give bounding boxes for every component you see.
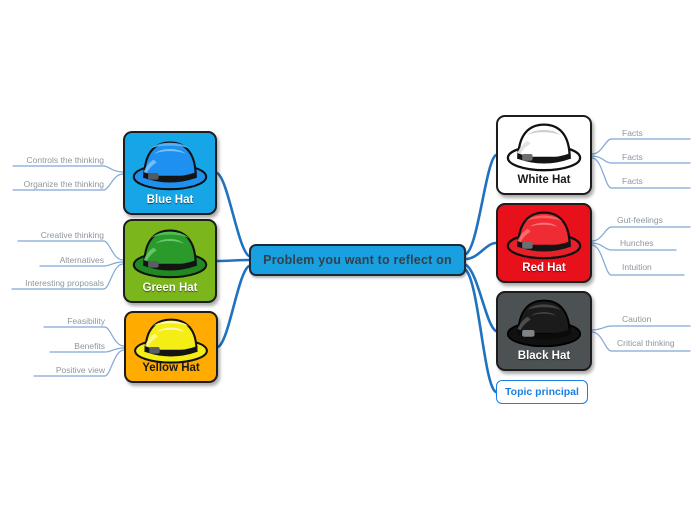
edge-center-green — [215, 258, 251, 263]
leaf-edge-yellow-2 — [49, 347, 125, 353]
node-red-hat[interactable]: Red Hat — [496, 203, 592, 283]
leaf-label-white-2: Facts — [622, 152, 643, 162]
node-black-hat[interactable]: Black Hat — [496, 291, 592, 371]
leaf-edge-white-3 — [591, 157, 691, 189]
leaf-label-red-2: Hunches — [620, 238, 654, 248]
leaf-label-black-1: Caution — [622, 314, 652, 324]
leaf-label-red-1: Gut-feelings — [617, 215, 663, 225]
edge-center-white — [464, 153, 498, 256]
node-yellow-hat-label: Yellow Hat — [142, 362, 200, 374]
leaf-edge-blue-2 — [12, 173, 124, 191]
leaf-label-yellow-3: Positive view — [55, 365, 105, 375]
node-green-hat-label: Green Hat — [142, 282, 198, 294]
leaf-label-white-1: Facts — [622, 128, 643, 138]
blue-hat-icon — [132, 141, 208, 191]
node-black-hat-label: Black Hat — [517, 350, 571, 362]
leaf-edge-red-3 — [591, 244, 685, 276]
node-topic-principal[interactable]: Topic principal — [496, 380, 588, 404]
edge-center-red — [464, 241, 498, 261]
node-blue-hat[interactable]: Blue Hat — [123, 131, 217, 215]
leaf-label-green-3: Interesting proposals — [25, 278, 104, 288]
node-green-hat[interactable]: Green Hat — [123, 219, 217, 303]
black-hat-icon — [506, 299, 582, 348]
leaf-edge-white-2 — [591, 155, 691, 164]
central-node-label: Problem you want to reflect on — [263, 253, 452, 267]
edge-center-black — [464, 263, 498, 333]
leaf-edge-green-3 — [11, 263, 124, 290]
red-hat-icon — [506, 211, 582, 260]
green-hat-icon — [132, 229, 208, 279]
leaf-edge-black-1 — [591, 325, 691, 331]
leaf-edge-red-2 — [591, 242, 677, 251]
edge-center-yellow — [216, 264, 251, 349]
leaf-label-green-2: Alternatives — [59, 255, 104, 265]
leaf-label-black-2: Critical thinking — [617, 338, 675, 348]
leaf-label-blue-2: Organize the thinking — [23, 179, 104, 189]
leaf-edge-green-2 — [39, 261, 124, 267]
leaf-edge-black-2 — [591, 331, 691, 352]
leaf-label-yellow-2: Benefits — [74, 341, 105, 351]
leaf-edge-yellow-3 — [33, 349, 125, 377]
leaf-label-green-1: Creative thinking — [40, 230, 104, 240]
leaf-edge-blue-1 — [12, 165, 124, 173]
white-hat-icon — [506, 123, 582, 172]
node-yellow-hat[interactable]: Yellow Hat — [124, 311, 218, 383]
leaf-label-red-3: Intuition — [622, 262, 652, 272]
node-white-hat-label: White Hat — [517, 174, 571, 186]
leaf-label-white-3: Facts — [622, 176, 643, 186]
leaf-edge-white-1 — [591, 138, 691, 155]
node-red-hat-label: Red Hat — [522, 262, 566, 274]
node-topic-principal-label: Topic principal — [505, 386, 579, 398]
node-white-hat[interactable]: White Hat — [496, 115, 592, 195]
central-node[interactable]: Problem you want to reflect on — [249, 244, 466, 276]
edge-center-topic — [464, 268, 498, 394]
yellow-hat-icon — [134, 318, 208, 364]
leaf-label-yellow-1: Feasibility — [67, 316, 105, 326]
node-blue-hat-label: Blue Hat — [146, 194, 194, 206]
leaf-edge-yellow-1 — [43, 326, 125, 347]
leaf-edge-red-1 — [591, 226, 691, 242]
leaf-edge-green-1 — [17, 240, 124, 261]
leaf-label-blue-1: Controls the thinking — [26, 155, 105, 165]
edge-center-blue — [215, 171, 251, 258]
